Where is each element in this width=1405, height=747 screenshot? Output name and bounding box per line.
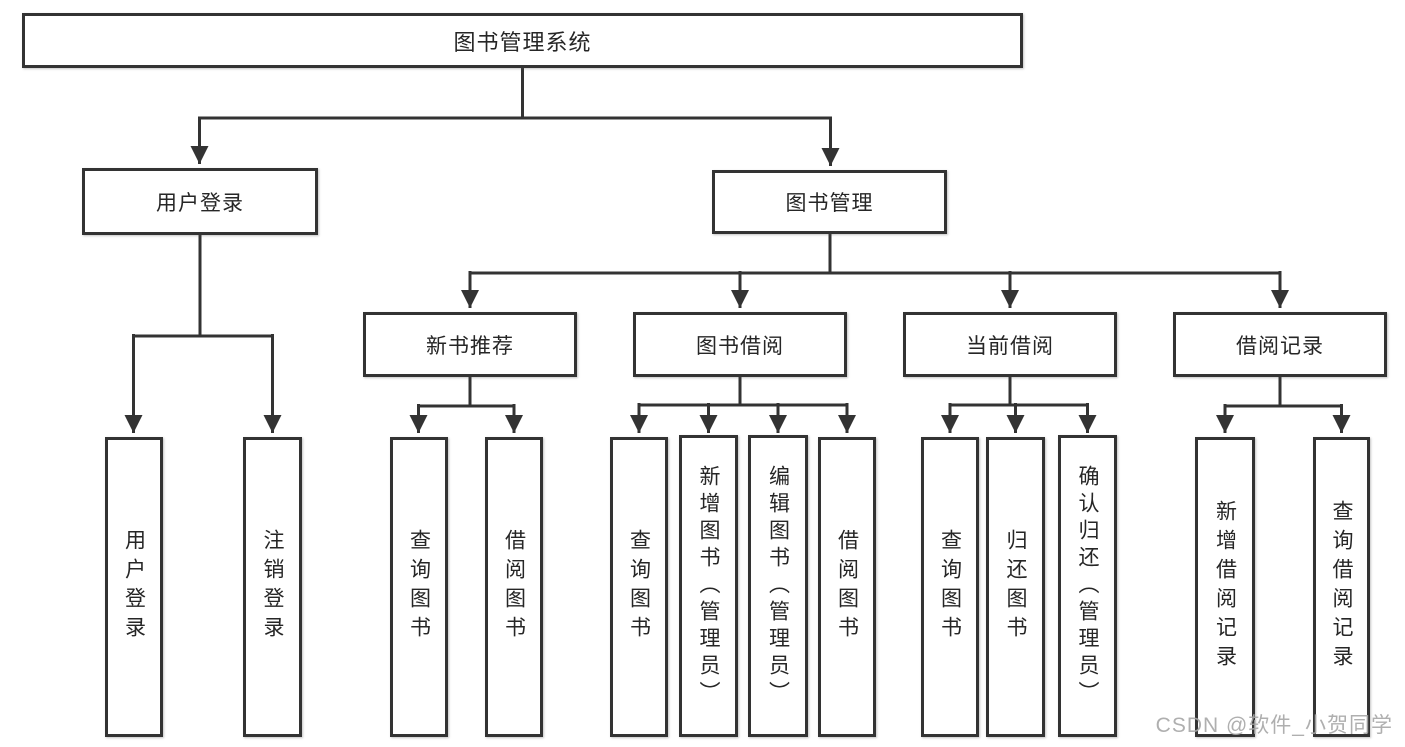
- leaf-borrow-books: 借阅图书: [818, 437, 876, 737]
- csdn-watermark: CSDN @软件_小贺同学: [1155, 714, 1393, 737]
- connector-borrow-records: [1225, 374, 1342, 408]
- node-book-management: 图书管理: [712, 170, 947, 234]
- leaf-query-books-borrow: 查询图书: [610, 437, 668, 737]
- node-user-login: 用户登录: [82, 168, 318, 235]
- connector-current-borrow: [950, 374, 1088, 407]
- leaf-logout-login: 注销登录: [243, 437, 302, 737]
- connector-new-books: [418, 374, 514, 408]
- node-new-book-recommend: 新书推荐: [363, 312, 577, 377]
- leaf-query-books-recommend: 查询图书: [390, 437, 448, 737]
- connector-user-login: [133, 233, 273, 338]
- leaf-return-books: 归还图书: [986, 437, 1045, 737]
- leaf-add-books-admin: 新增图书（管理员）: [679, 435, 738, 737]
- node-borrow-records: 借阅记录: [1173, 312, 1387, 377]
- leaf-borrow-books-recommend: 借阅图书: [485, 437, 543, 737]
- leaf-query-borrow-record: 查询借阅记录: [1313, 437, 1370, 737]
- node-current-borrow: 当前借阅: [903, 312, 1117, 377]
- node-book-borrow: 图书借阅: [633, 312, 847, 377]
- connector-book-borrow: [639, 374, 847, 407]
- node-root-system: 图书管理系统: [22, 13, 1023, 68]
- leaf-user-login: 用户登录: [105, 437, 163, 737]
- leaf-edit-books-admin: 编辑图书（管理员）: [748, 435, 808, 737]
- connector-book-management: [470, 232, 1280, 275]
- leaf-confirm-return-admin: 确认归还（管理员）: [1058, 435, 1117, 737]
- leaf-add-borrow-record: 新增借阅记录: [1195, 437, 1255, 737]
- connector-root: [199, 66, 831, 120]
- leaf-query-books-current: 查询图书: [921, 437, 979, 737]
